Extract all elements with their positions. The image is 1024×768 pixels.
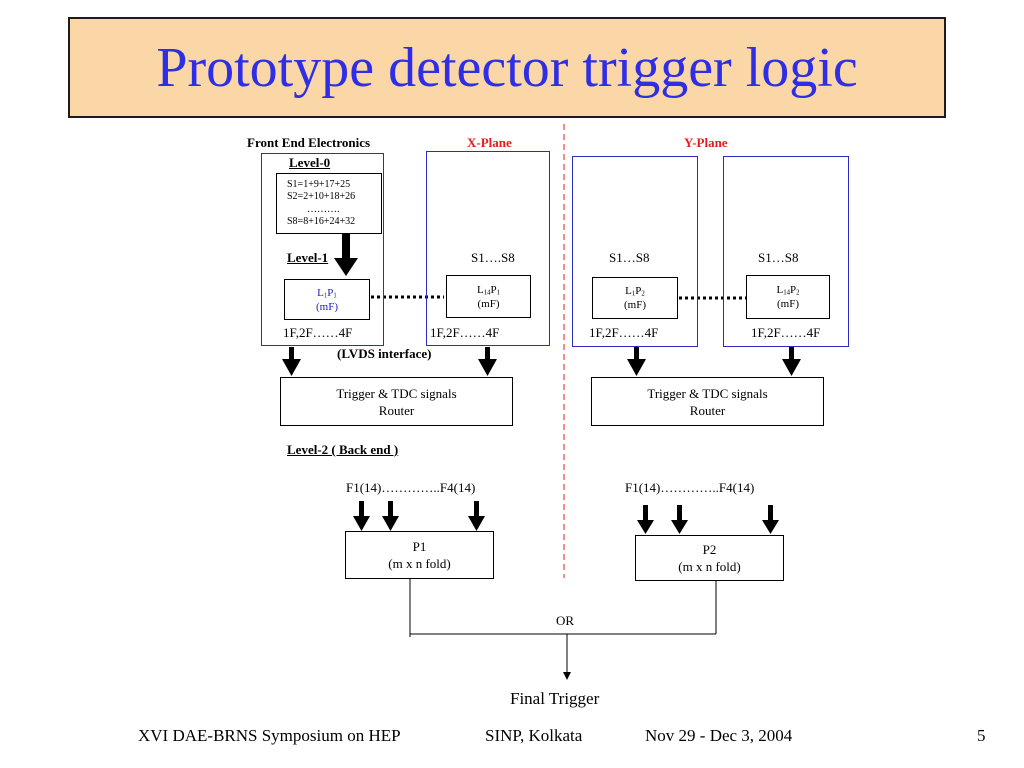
module-l1p2: L1P2 (mF) xyxy=(592,277,678,319)
x14-strip-range: S1….S8 xyxy=(471,250,515,265)
level0-to-level1-arrow xyxy=(334,234,358,276)
module-l14p1-name: L14P1 xyxy=(476,283,501,297)
slide-title: Prototype detector trigger logic xyxy=(156,36,858,99)
y-router-line1: Trigger & TDC signals xyxy=(647,385,768,401)
p2-box: P2 (m x n fold) xyxy=(635,535,784,581)
p2-desc: (m x n fold) xyxy=(678,559,741,574)
x-router-box: Trigger & TDC signals Router xyxy=(280,377,513,426)
x-plane-module1-outline xyxy=(261,153,384,346)
footer-venue: SINP, Kolkata xyxy=(485,726,583,745)
or-label: OR xyxy=(556,613,575,628)
formula-line: S8=8+16+24+32 xyxy=(287,216,356,227)
x14-fold-outputs: 1F,2F……4F xyxy=(430,325,500,340)
y14-strip-range: S1…S8 xyxy=(758,250,799,265)
y-plane-label: Y-Plane xyxy=(684,135,728,150)
p1-fold-inputs: F1(14)…………..F4(14) xyxy=(346,480,476,495)
module-l1p1-mf: (mF) xyxy=(316,300,338,313)
level1-label: Level-1 xyxy=(287,250,329,265)
final-trigger-label: Final Trigger xyxy=(510,689,600,708)
level2-label: Level-2 ( Back end ) xyxy=(287,442,399,457)
module-l14p2-name: L14P2 xyxy=(776,284,800,297)
x-router-arrows xyxy=(282,347,497,376)
level0-formula-box: S1=1+9+17+25 S2=2+10+18+26 ………. S8=8+16+… xyxy=(276,173,382,234)
module-l14p2: L14P2 (mF) xyxy=(746,275,830,319)
title-box: Prototype detector trigger logic xyxy=(68,17,946,118)
footer-dates: Nov 29 - Dec 3, 2004 xyxy=(645,726,793,745)
p2-fold-inputs: F1(14)…………..F4(14) xyxy=(625,480,755,495)
or-lines xyxy=(409,578,717,680)
y1-strip-range: S1…S8 xyxy=(609,250,650,265)
level0-label: Level-0 xyxy=(289,155,331,170)
footer-event: XVI DAE-BRNS Symposium on HEP xyxy=(138,726,401,745)
x-plane-module14-outline xyxy=(426,151,550,346)
x-plane-label: X-Plane xyxy=(467,135,512,150)
module-l1p1-name: L1P1 xyxy=(317,286,337,300)
page-number: 5 xyxy=(977,726,986,745)
x-router-line1: Trigger & TDC signals xyxy=(336,385,457,401)
module-l14p1-mf: (mF) xyxy=(477,297,500,310)
p1-desc: (m x n fold) xyxy=(388,556,451,571)
module-l14p1: L14P1 (mF) xyxy=(446,275,531,318)
x-router-line2: Router xyxy=(378,402,415,418)
x1-fold-outputs: 1F,2F……4F xyxy=(283,325,353,340)
formula-line: S2=2+10+18+26 xyxy=(287,191,356,202)
lvds-label: (LVDS interface) xyxy=(337,346,432,361)
module-l14p2-mf: (mF) xyxy=(777,298,799,310)
y1-fold-outputs: 1F,2F……4F xyxy=(589,325,659,340)
y14-fold-outputs: 1F,2F……4F xyxy=(751,325,821,340)
formula-line: S1=1+9+17+25 xyxy=(287,178,351,190)
module-l1p2-name: L1P2 xyxy=(625,285,645,298)
y-router-arrows xyxy=(627,347,801,376)
formula-line: ………. xyxy=(307,203,340,215)
module-l1p1: L1P1 (mF) xyxy=(284,279,370,320)
p1-box: P1 (m x n fold) xyxy=(345,531,494,579)
front-end-label: Front End Electronics xyxy=(247,135,371,150)
p2-title: P2 xyxy=(702,542,717,557)
y-router-box: Trigger & TDC signals Router xyxy=(591,377,824,426)
module-l1p2-mf: (mF) xyxy=(624,299,646,311)
y-plane-module1-outline xyxy=(572,156,698,347)
y-router-line2: Router xyxy=(689,402,726,418)
y-plane-module14-outline xyxy=(723,156,849,347)
p2-input-arrows xyxy=(637,505,779,534)
p1-input-arrows xyxy=(353,501,485,531)
p1-title: P1 xyxy=(412,539,427,554)
